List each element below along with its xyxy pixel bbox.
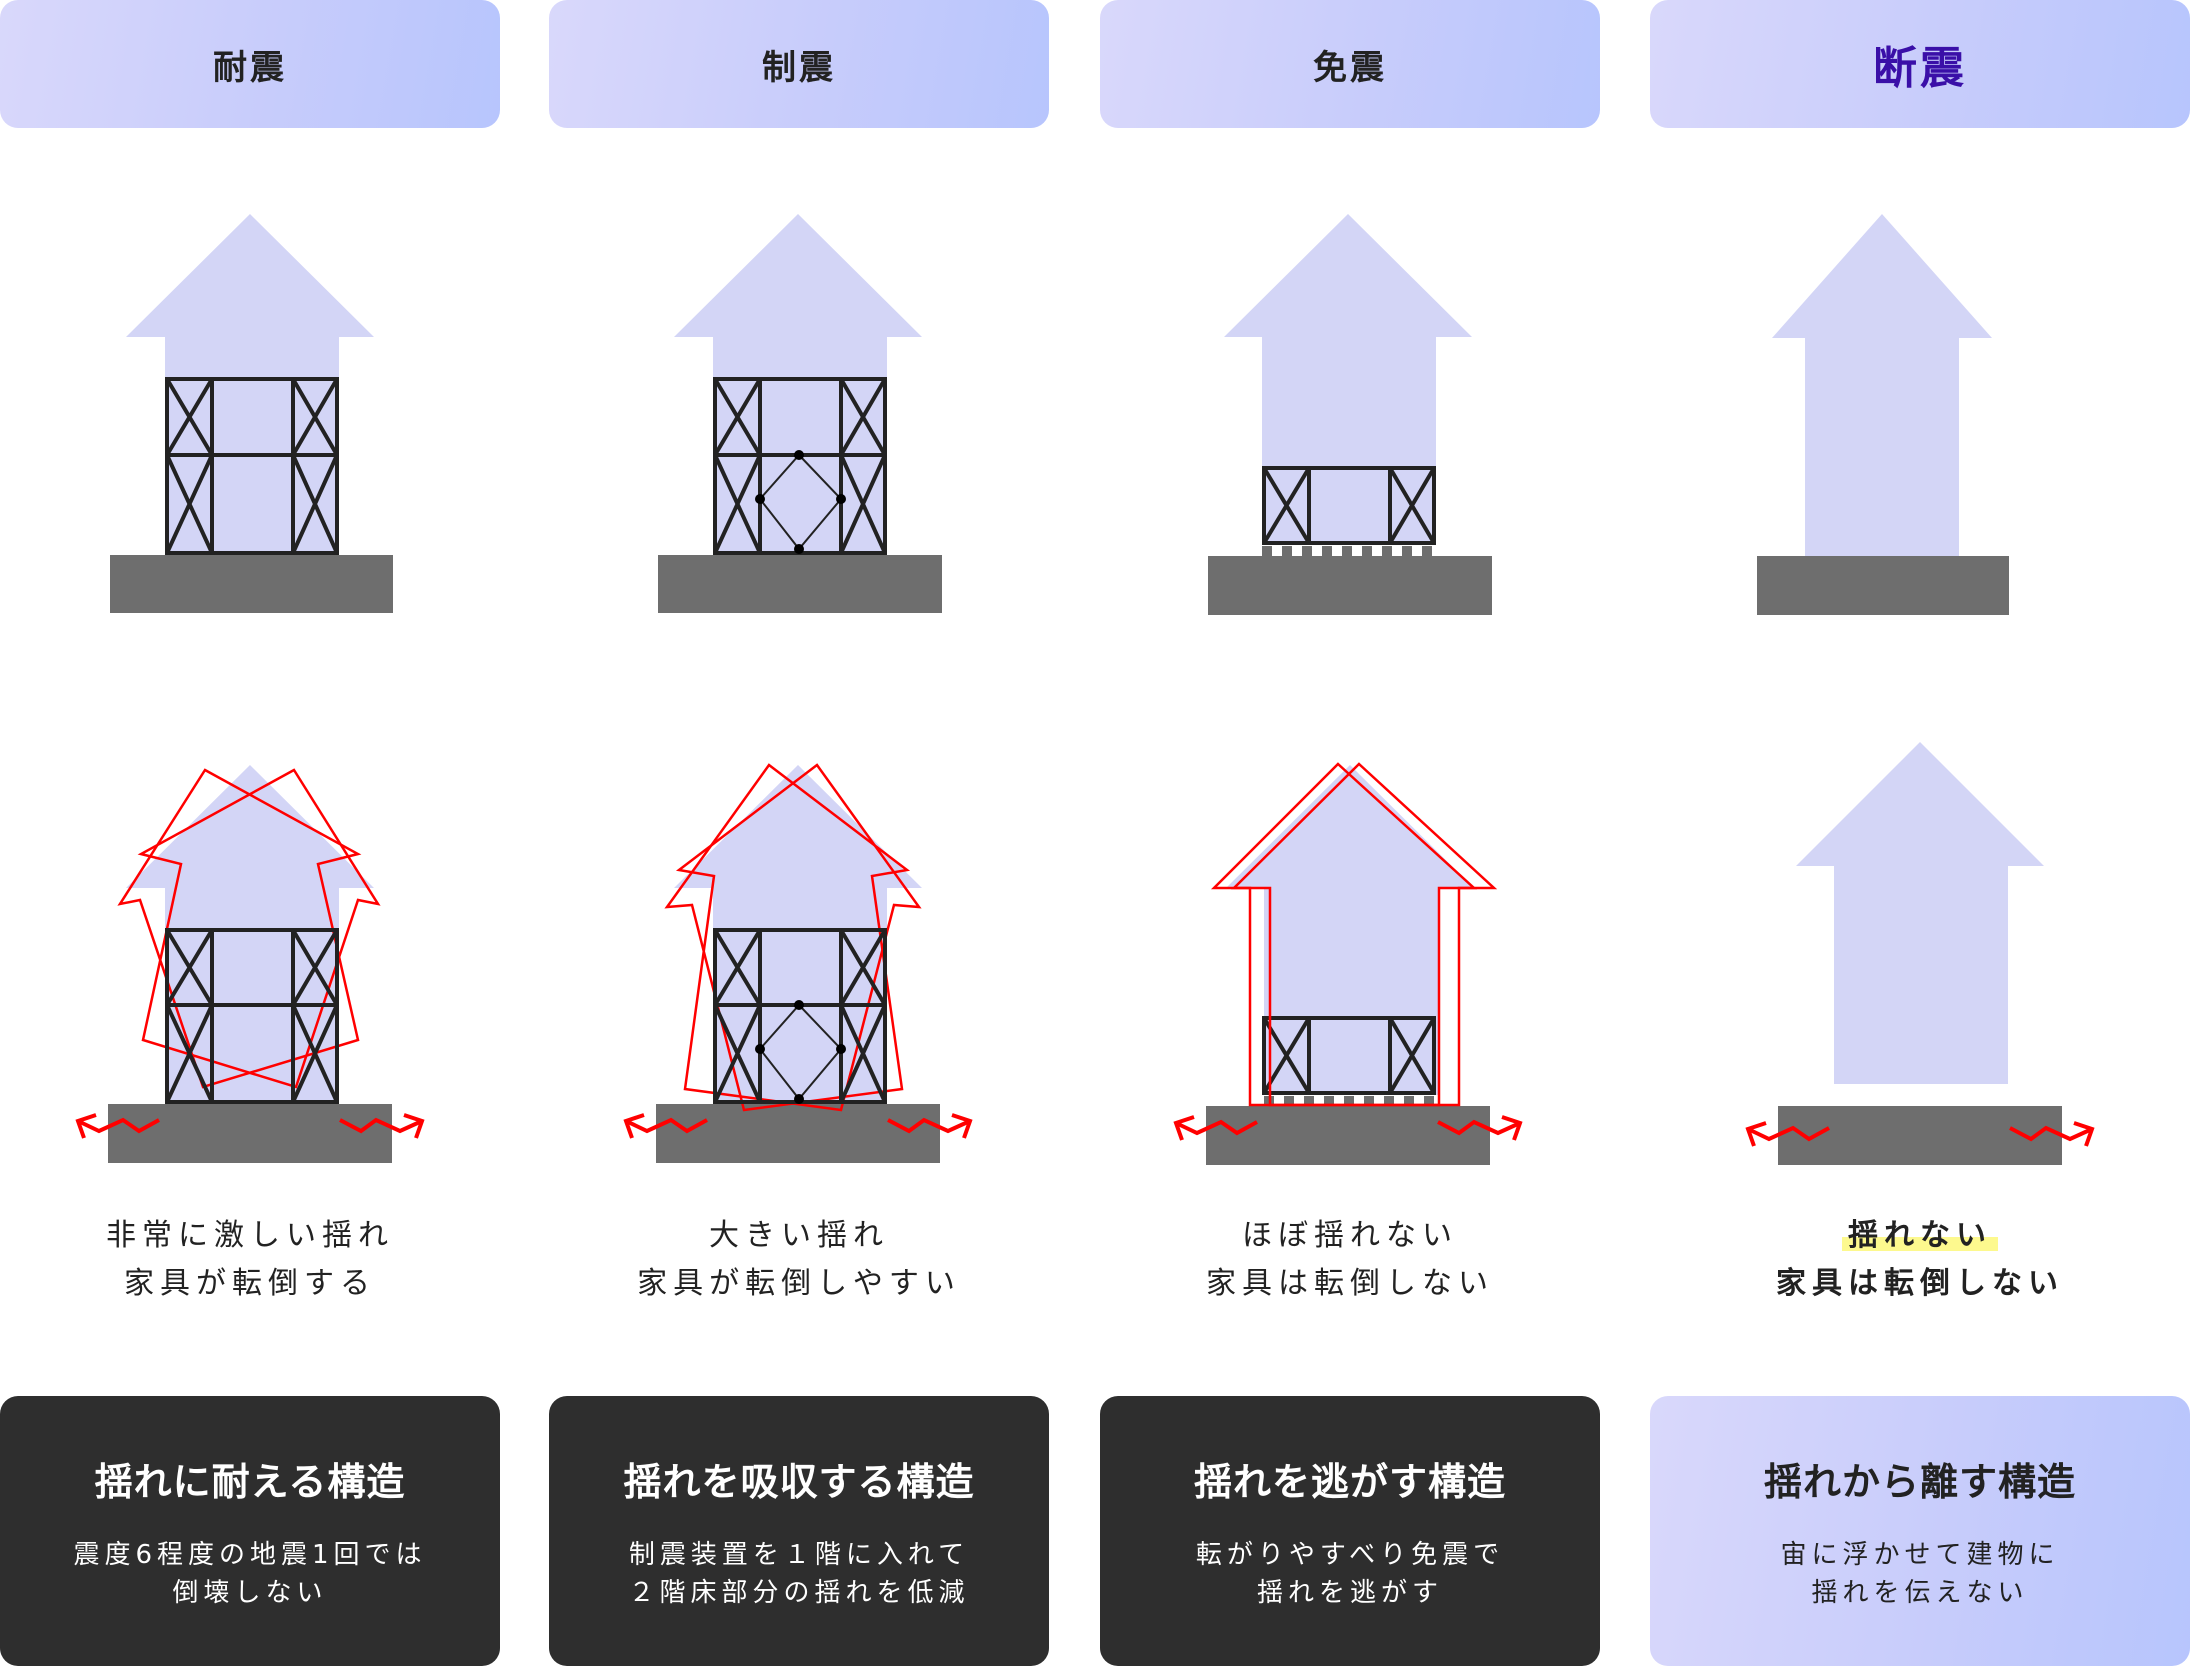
card-description: 転がりやすべり免震で 揺れを逃がす	[1196, 1536, 1504, 1612]
card-desc-line-2: 揺れを伝えない	[1811, 1577, 2029, 1608]
diagram-danshin-static	[1757, 214, 2009, 615]
diagram-menshin-shaking	[1173, 762, 1523, 1165]
shake-arrow-right-icon	[887, 1113, 973, 1139]
highlighted-phrase: 揺れない	[1842, 1218, 1998, 1253]
result-caption: ほぼ揺れない 家具は転倒しない	[1100, 1212, 1600, 1308]
diagram-taishin-static	[110, 214, 393, 613]
card-desc-line-2: 倒壊しない	[172, 1577, 328, 1608]
card-description: 震度6程度の地震1回では 倒壊しない	[73, 1536, 426, 1612]
card-desc-line-1: 宙に浮かせて建物に	[1780, 1539, 2060, 1570]
sway-outline-icon	[664, 763, 922, 1112]
sway-outline-icon	[1210, 762, 1498, 1107]
caption-line-1: 揺れない	[1650, 1212, 2190, 1260]
summary-card-taishin: 揺れに耐える構造 震度6程度の地震1回では 倒壊しない	[0, 1396, 500, 1666]
card-title: 揺れに耐える構造	[94, 1459, 406, 1504]
ground-block	[656, 1104, 940, 1163]
header-title: 制震	[762, 47, 836, 88]
ground-block	[108, 1104, 392, 1163]
sway-outline-icon	[117, 768, 381, 1089]
shake-arrow-right-icon	[1437, 1115, 1523, 1141]
card-desc-line-2: ２階床部分の揺れを低減	[628, 1577, 970, 1608]
card-desc-line-2: 揺れを逃がす	[1256, 1577, 1443, 1608]
house-shape	[126, 765, 374, 1104]
summary-card-menshin: 揺れを逃がす構造 転がりやすべり免震で 揺れを逃がす	[1100, 1396, 1600, 1666]
isolation-bearings-icon	[1262, 546, 1432, 556]
damper-device-icon	[755, 450, 846, 554]
card-description: 制震装置を１階に入れて ２階床部分の揺れを低減	[628, 1536, 969, 1612]
result-caption: 揺れない 家具は転倒しない	[1650, 1212, 2190, 1308]
column-danshin: 断震 揺れない 家具は転倒しない 揺れから離す構造 宙に浮かせて建物に 揺れを伝…	[1650, 0, 2190, 1666]
shake-arrow-left-icon	[1745, 1121, 1830, 1147]
card-title: 揺れから離す構造	[1763, 1459, 2076, 1504]
result-caption: 大きい揺れ 家具が転倒しやすい	[549, 1212, 1049, 1308]
column-seishin: 制震	[549, 0, 1049, 1666]
shake-arrow-left-icon	[1173, 1115, 1258, 1141]
card-desc-line-1: 制震装置を１階に入れて	[628, 1539, 970, 1570]
shake-arrow-left-icon	[75, 1113, 160, 1139]
caption-line-2: 家具が転倒しやすい	[637, 1266, 961, 1301]
house-shape	[674, 214, 922, 555]
braced-frame-icon	[165, 377, 339, 555]
house-shape	[1772, 214, 1992, 556]
card-title: 揺れを吸収する構造	[623, 1459, 975, 1504]
header-menshin: 免震	[1100, 0, 1600, 128]
diagram-seishin-shaking	[623, 763, 973, 1163]
shake-arrow-left-icon	[623, 1113, 708, 1139]
diagram-seishin-static	[658, 214, 942, 613]
card-description: 宙に浮かせて建物に 揺れを伝えない	[1780, 1536, 2059, 1612]
result-caption: 非常に激しい揺れ 家具が転倒する	[0, 1212, 500, 1308]
shake-arrow-right-icon	[339, 1113, 425, 1139]
caption-line-1: 大きい揺れ	[709, 1218, 889, 1253]
caption-line-2: 家具は転倒しない	[1206, 1266, 1494, 1301]
house-shape	[1224, 214, 1472, 545]
column-taishin: 耐震	[0, 0, 500, 1666]
house-shape	[1796, 742, 2044, 1084]
caption-line-1: 非常に激しい揺れ	[106, 1218, 394, 1253]
ground-block	[1757, 556, 2009, 615]
damper-device-icon	[755, 1000, 846, 1104]
ground-block	[1778, 1106, 2062, 1165]
caption-line-2: 家具が転倒する	[124, 1266, 376, 1301]
ground-block	[1208, 556, 1492, 615]
card-desc-line-1: 震度6程度の地震1回では	[73, 1539, 427, 1570]
summary-card-seishin: 揺れを吸収する構造 制震装置を１階に入れて ２階床部分の揺れを低減	[549, 1396, 1049, 1666]
diagram-danshin-floating	[1745, 742, 2095, 1165]
shake-arrow-right-icon	[2009, 1121, 2095, 1147]
house-shape	[1226, 765, 1474, 1095]
caption-line-2: 家具は転倒しない	[1776, 1266, 2064, 1301]
card-desc-line-1: 転がりやすべり免震で	[1195, 1539, 1505, 1570]
house-shape	[674, 765, 922, 1104]
diagram-menshin-static	[1208, 214, 1492, 615]
card-title: 揺れを逃がす構造	[1193, 1459, 1506, 1504]
header-taishin: 耐震	[0, 0, 500, 128]
column-menshin: 免震	[1100, 0, 1600, 1666]
ground-block	[658, 555, 942, 613]
header-title: 免震	[1313, 47, 1387, 88]
ground-block	[110, 555, 393, 613]
ground-block	[1206, 1106, 1490, 1165]
house-shape	[126, 214, 374, 555]
header-danshin: 断震	[1650, 0, 2190, 128]
caption-line-1: ほぼ揺れない	[1242, 1218, 1458, 1253]
braced-frame-icon	[1262, 466, 1436, 545]
diagram-taishin-shaking	[75, 765, 425, 1163]
braced-frame-icon	[1262, 1016, 1436, 1095]
header-seishin: 制震	[549, 0, 1049, 128]
braced-frame-icon	[165, 928, 339, 1104]
header-title: 耐震	[213, 47, 287, 88]
summary-card-danshin: 揺れから離す構造 宙に浮かせて建物に 揺れを伝えない	[1650, 1396, 2190, 1666]
header-title: 断震	[1873, 43, 1967, 94]
